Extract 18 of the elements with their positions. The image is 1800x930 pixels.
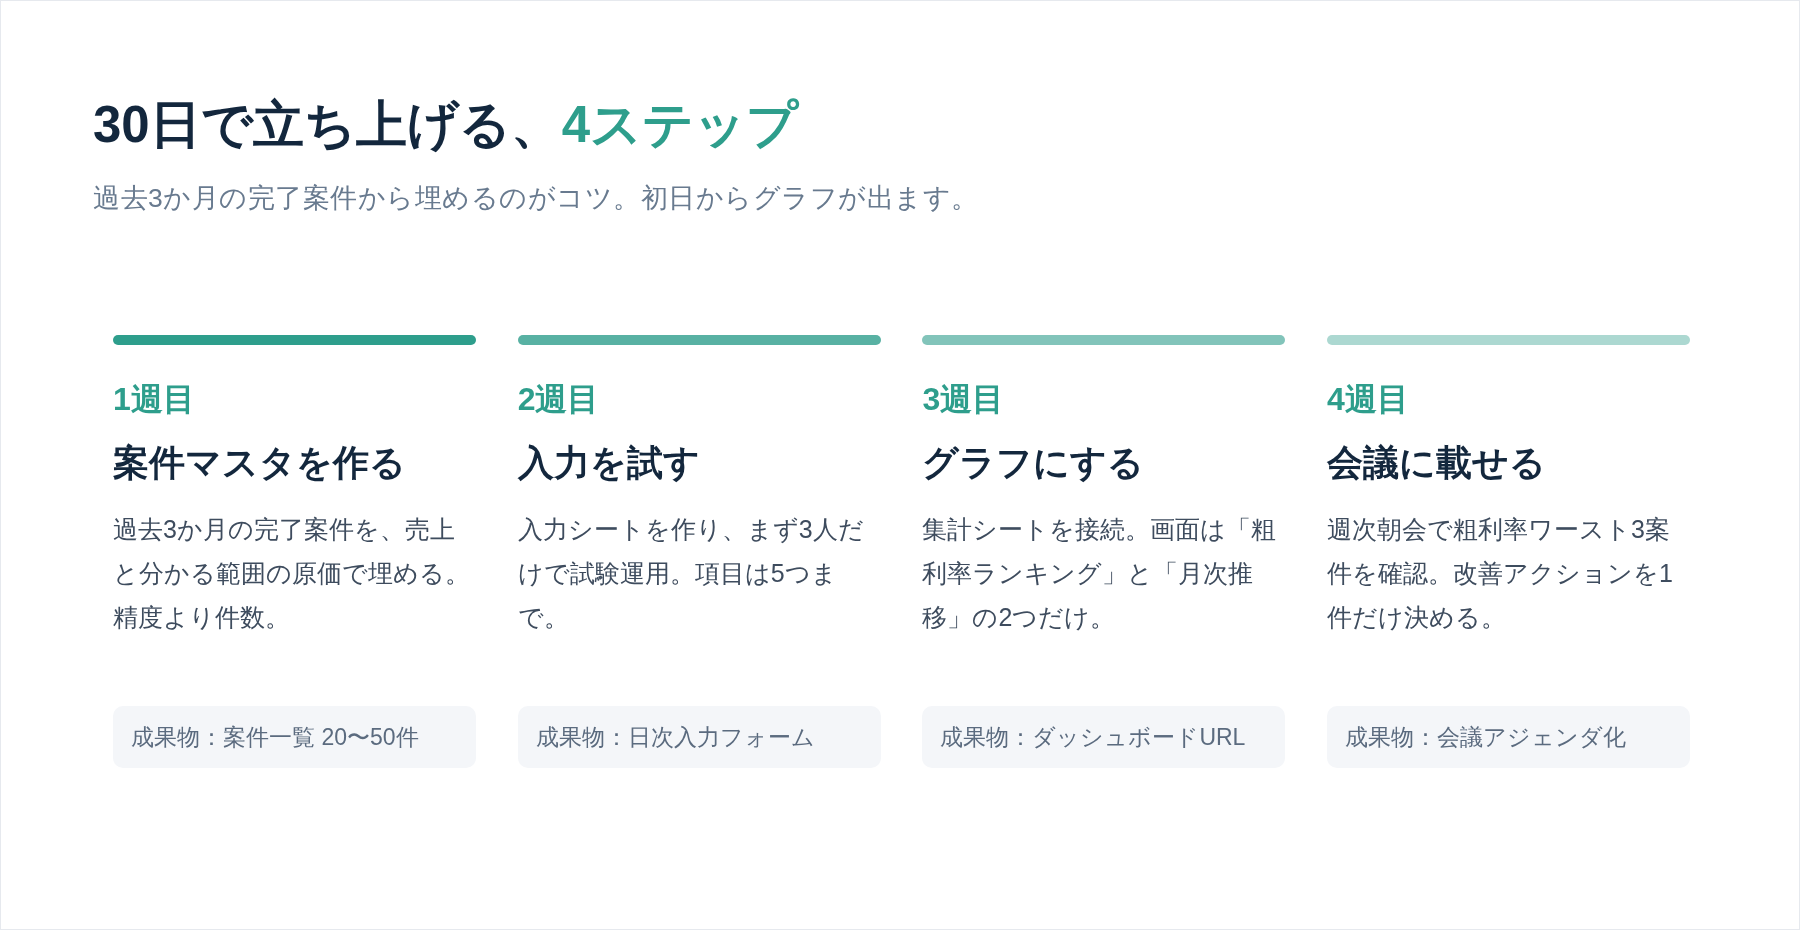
deliverable-card: 成果物：ダッシュボードURL — [922, 706, 1286, 768]
step-week-label: 4週目 — [1327, 380, 1409, 419]
deliverable-card: 成果物：案件一覧 20〜50件 — [113, 706, 476, 768]
step-week-label: 2週目 — [517, 380, 600, 419]
step-description: 過去3か月の完了案件を、売上と分かる範囲の原価で埋める。精度より件数。 — [113, 514, 471, 633]
step-week-label: 1週目 — [113, 380, 195, 419]
deliverable-card: 成果物：会議アジェンダ化 — [1327, 706, 1691, 768]
step-title: 案件マスタを作る — [113, 442, 406, 485]
step-description: 入力シートを作り、まず3人だけで試験運用。項目は5つまで。 — [517, 514, 865, 633]
step-week-label: 3週目 — [922, 380, 1005, 419]
step-title: グラフにする — [922, 442, 1145, 485]
step-title: 入力を試す — [517, 442, 700, 485]
step-description: 集計シートを接続。画面は「粗利率ランキング」と「月次推移」の2つだけ。 — [922, 514, 1278, 633]
deliverable-card: 成果物：日次入力フォーム — [517, 706, 881, 768]
title: 30日で立ち上げる、4ステップ — [93, 95, 799, 155]
step-description: 週次朝会で粗利率ワースト3案件を確認。改善アクションを1件だけ決める。 — [1327, 514, 1674, 633]
subtitle: 過去3か月の完了案件から埋めるのがコツ。初日からグラフが出ます。 — [93, 182, 979, 215]
step-title: 会議に載せる — [1327, 442, 1547, 485]
